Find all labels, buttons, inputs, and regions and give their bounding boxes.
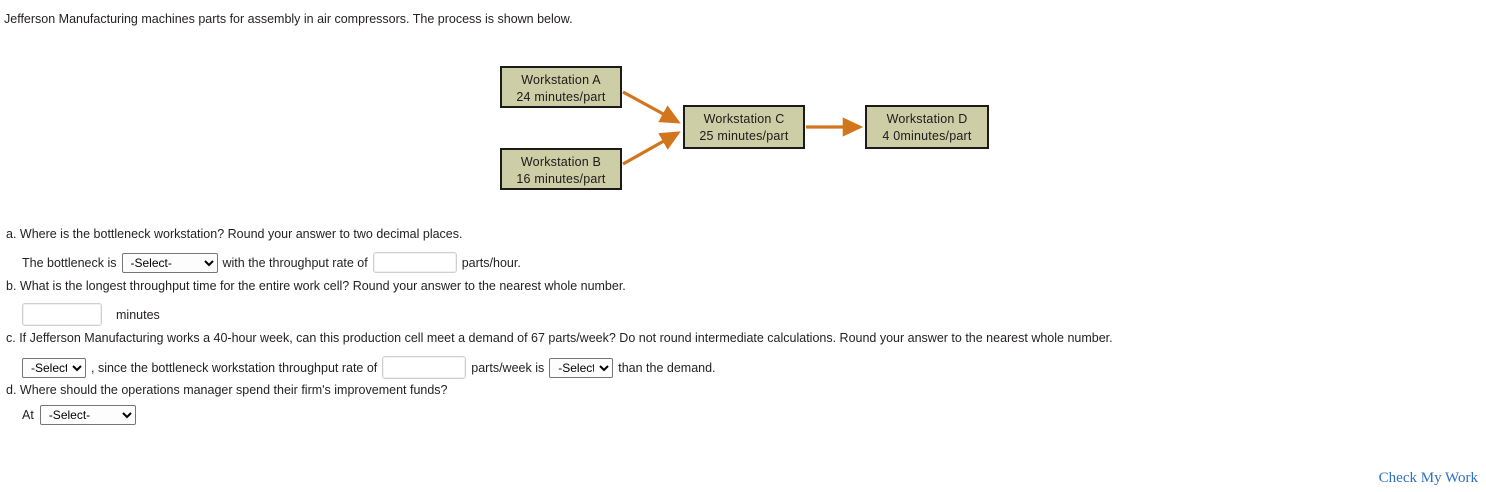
workstation-d-name: Workstation D	[886, 112, 968, 126]
question-c-prompt: c. If Jefferson Manufacturing works a 40…	[6, 331, 1113, 345]
question-a-tail-text: parts/hour.	[461, 255, 521, 270]
workstation-b-rate: 16 minutes/part	[516, 171, 606, 186]
check-my-work-link[interactable]: Check My Work	[1378, 470, 1478, 486]
question-a-answer-row: The bottleneck is -Select- with the thro…	[22, 252, 526, 273]
bottleneck-station-select[interactable]: -Select-	[121, 252, 218, 273]
throughput-time-input[interactable]	[22, 303, 102, 326]
question-d-answer-row: At -Select-	[22, 405, 136, 425]
question-a-prompt: a. Where is the bottleneck workstation? …	[6, 227, 463, 241]
flow-arrows	[622, 90, 864, 166]
intro-text: Jefferson Manufacturing machines parts f…	[4, 12, 573, 26]
arrow-a-to-c	[622, 90, 681, 124]
weekly-throughput-input[interactable]	[382, 356, 467, 379]
question-a-mid-text: with the throughput rate of	[222, 255, 368, 270]
question-d-lead-text: At	[22, 408, 34, 422]
workstation-c-box: Workstation C 25 minutes/part	[683, 105, 805, 149]
workstation-b-box: Workstation B 16 minutes/part	[500, 148, 622, 190]
question-a-lead-text: The bottleneck is	[22, 255, 117, 270]
question-c-tail-text: than the demand.	[618, 360, 716, 375]
workstation-d-rate: 4 0minutes/part	[882, 128, 972, 143]
question-c-mid2-text: parts/week is	[471, 360, 545, 375]
question-c-mid1-text: , since the bottleneck workstation throu…	[91, 360, 378, 375]
workstation-b-name: Workstation B	[520, 155, 602, 169]
question-b-unit-text: minutes	[116, 307, 160, 322]
question-b-answer-row: minutes	[22, 303, 165, 326]
workstation-c-rate: 25 minutes/part	[699, 128, 789, 143]
meets-demand-select[interactable]: -Select-	[22, 357, 86, 378]
throughput-rate-input[interactable]	[372, 252, 457, 273]
question-d-prompt: d. Where should the operations manager s…	[6, 383, 448, 397]
workstation-a-box: Workstation A 24 minutes/part	[500, 66, 622, 108]
comparison-select[interactable]: -Select-	[549, 357, 614, 378]
question-b-prompt: b. What is the longest throughput time f…	[6, 279, 626, 293]
arrow-b-to-c	[622, 131, 681, 166]
workstation-d-box: Workstation D 4 0minutes/part	[865, 105, 989, 149]
workstation-a-rate: 24 minutes/part	[516, 89, 606, 104]
process-flow-diagram: Workstation A 24 minutes/part Workstatio…	[0, 40, 1486, 210]
workstation-c-name: Workstation C	[703, 112, 785, 126]
improvement-funds-select[interactable]: -Select-	[39, 405, 136, 425]
question-c-answer-row: -Select- , since the bottleneck workstat…	[22, 356, 721, 379]
workstation-a-name: Workstation A	[521, 73, 601, 87]
